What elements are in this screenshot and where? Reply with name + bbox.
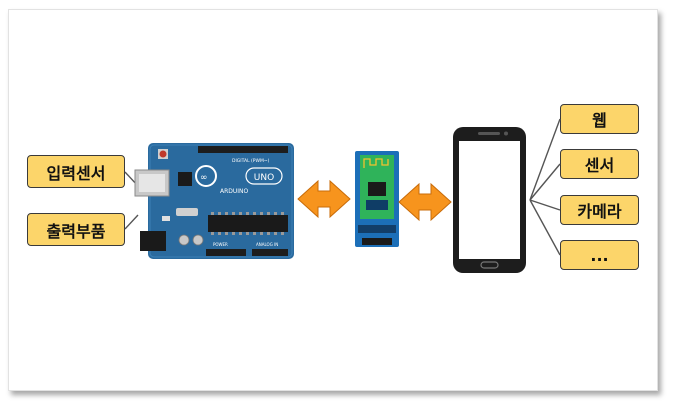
output-part-label: 출력부품 (27, 213, 125, 246)
board-analog-text: ANALOG IN (256, 242, 278, 247)
board-power-text: POWER (213, 242, 228, 247)
board-logo-text: UNO (254, 173, 274, 183)
smartphone-icon (453, 127, 526, 273)
sensor-label: 센서 (560, 149, 639, 179)
arduino-uno-board-icon: ∞ UNO ARDUINO DIGITAL (PWM~) POWER ANALO… (134, 143, 294, 259)
right-connector-lines (529, 118, 561, 256)
double-arrow-icon (398, 182, 452, 222)
svg-text:∞: ∞ (200, 173, 208, 183)
more-label: ... (560, 240, 639, 270)
board-brand-text: ARDUINO (220, 188, 249, 195)
board-header-text: DIGITAL (PWM~) (232, 158, 270, 164)
bluetooth-module-icon (355, 151, 399, 247)
double-arrow-icon (297, 179, 351, 219)
input-sensor-label: 입력센서 (27, 155, 125, 188)
camera-label: 카메라 (560, 195, 639, 225)
web-label: 웹 (560, 104, 639, 134)
